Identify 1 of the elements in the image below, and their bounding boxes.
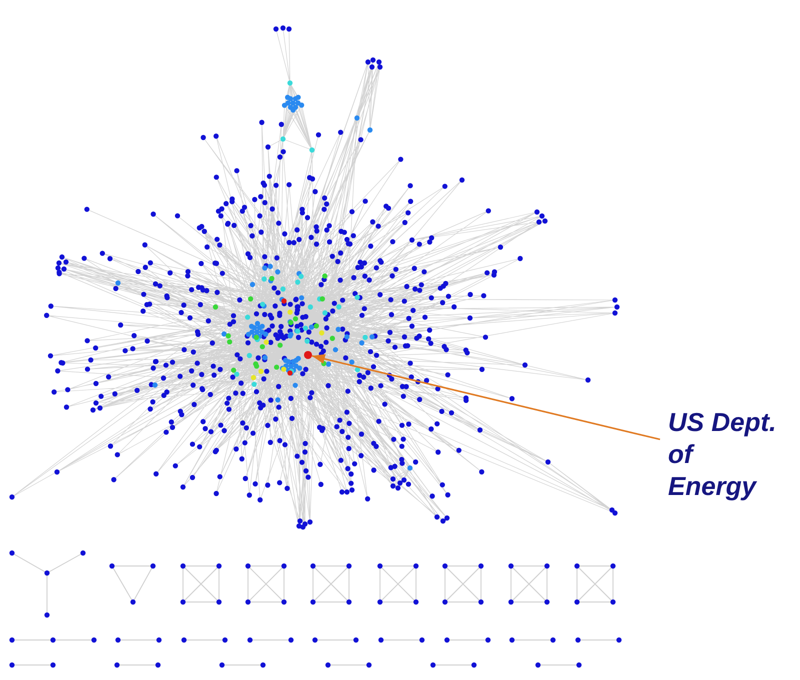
callout-label: US Dept. of Energy — [660, 406, 782, 502]
